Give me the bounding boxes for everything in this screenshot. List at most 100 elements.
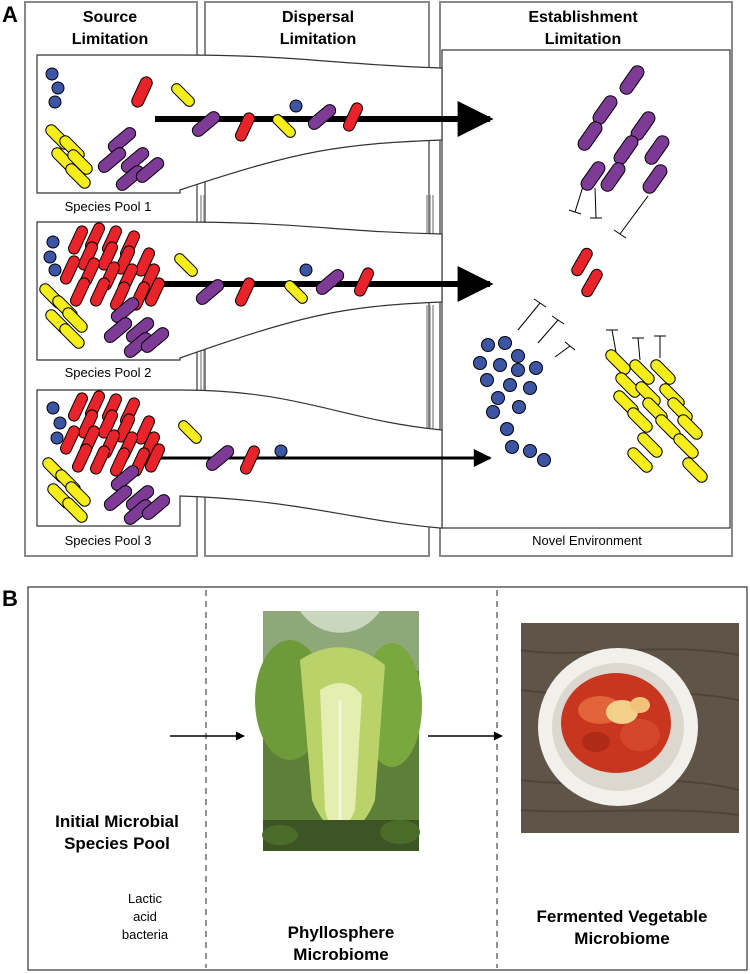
yellow-rod-cell bbox=[272, 114, 296, 138]
blue-coccus-cell bbox=[511, 349, 525, 363]
red-rod-cell bbox=[571, 247, 593, 277]
fermented-line2: Microbiome bbox=[574, 929, 669, 948]
yellow-rod-cell bbox=[615, 372, 641, 398]
purple-rod-cell bbox=[141, 494, 171, 520]
panel-b-letter: B bbox=[2, 586, 18, 611]
red-rod-cell bbox=[234, 112, 256, 142]
header-source-line2: Limitation bbox=[72, 31, 148, 48]
yellow-rod-cell bbox=[637, 432, 663, 458]
yellow-rod-cell bbox=[65, 163, 91, 189]
purple-rod-cell bbox=[195, 279, 225, 305]
purple-rod-cell bbox=[123, 499, 153, 525]
header-dispersal-line2: Limitation bbox=[280, 31, 356, 48]
cabbage-photo bbox=[255, 611, 422, 851]
blue-coccus-cell bbox=[289, 99, 303, 113]
yellow-rod-cell bbox=[605, 349, 631, 375]
red-rod-cell bbox=[342, 102, 364, 132]
blue-coccus-cell bbox=[480, 373, 494, 387]
blue-coccus-cell bbox=[523, 381, 537, 395]
red-rod-cell bbox=[239, 445, 261, 475]
fermented-line1: Fermented Vegetable bbox=[536, 907, 707, 926]
purple-rod-cell bbox=[103, 485, 133, 511]
species-pool-3-label: Species Pool 3 bbox=[65, 533, 152, 548]
kimchi-photo bbox=[520, 623, 740, 833]
blue-coccus-cell bbox=[50, 431, 64, 445]
yellow-rod-cell bbox=[284, 280, 308, 304]
red-rod-cell bbox=[97, 409, 119, 439]
red-rod-cell bbox=[89, 445, 111, 475]
red-rod-cell bbox=[353, 267, 375, 297]
purple-rod-cell bbox=[140, 327, 170, 353]
yellow-rod-cell bbox=[627, 407, 653, 433]
header-establishment-line1: Establishment bbox=[528, 9, 638, 26]
yellow-rod-cell bbox=[178, 420, 202, 444]
purple-rod-cell bbox=[315, 269, 345, 295]
yellow-rod-cell bbox=[62, 497, 88, 523]
novel-environment-label: Novel Environment bbox=[532, 533, 642, 548]
red-rod-cell bbox=[131, 76, 153, 108]
yellow-rod-cell bbox=[65, 481, 91, 507]
red-rod-cell bbox=[109, 281, 131, 311]
blue-coccus-cell bbox=[511, 363, 525, 377]
header-dispersal-line1: Dispersal bbox=[282, 9, 354, 26]
blue-coccus-cell bbox=[486, 405, 500, 419]
blue-coccus-cell bbox=[45, 67, 59, 81]
blue-coccus-cell bbox=[529, 361, 543, 375]
blue-coccus-cell bbox=[493, 358, 507, 372]
blue-coccus-cell bbox=[46, 401, 60, 415]
red-rod-cell bbox=[69, 277, 91, 307]
yellow-rod-cell bbox=[59, 323, 85, 349]
purple-rod-cell bbox=[191, 111, 221, 137]
blue-coccus-cell bbox=[299, 263, 313, 277]
red-rod-cell bbox=[114, 413, 136, 443]
inhibition-lines bbox=[517, 179, 666, 361]
red-rod-cell bbox=[114, 245, 136, 275]
blue-coccus-cell bbox=[500, 422, 514, 436]
blue-coccus-cell bbox=[46, 235, 60, 249]
blue-coccus-cell bbox=[48, 95, 62, 109]
yellow-rod-cell bbox=[673, 433, 699, 459]
red-rod-cell bbox=[89, 277, 111, 307]
blue-coccus-cell bbox=[53, 416, 67, 430]
initial-pool-line2: Species Pool bbox=[64, 834, 170, 853]
yellow-rod-cell bbox=[174, 253, 198, 277]
blue-coccus-cell bbox=[505, 440, 519, 454]
purple-rod-cell bbox=[580, 161, 606, 191]
yellow-rod-cell bbox=[650, 359, 676, 385]
blue-coccus-cell bbox=[537, 453, 551, 467]
blue-coccus-cell bbox=[523, 444, 537, 458]
phyllosphere-line2: Microbiome bbox=[293, 945, 388, 964]
purple-rod-cell bbox=[619, 65, 645, 95]
purple-rod-cell bbox=[644, 135, 670, 165]
purple-rod-cell bbox=[642, 164, 668, 194]
red-rod-cell bbox=[134, 247, 156, 277]
yellow-rod-cell bbox=[171, 83, 195, 107]
purple-rod-cell bbox=[577, 121, 603, 151]
red-rod-cell bbox=[234, 277, 256, 307]
initial-pool-line1: Initial Microbial bbox=[55, 812, 179, 831]
red-rod-cell bbox=[97, 241, 119, 271]
phyllosphere-line1: Phyllosphere bbox=[288, 923, 395, 942]
purple-rod-cell bbox=[103, 317, 133, 343]
panel-a-letter: A bbox=[2, 2, 18, 27]
blue-coccus-cell bbox=[48, 263, 62, 277]
legend-line2: acid bbox=[133, 909, 157, 924]
purple-rod-cell bbox=[600, 162, 626, 192]
yellow-rod-cell bbox=[62, 307, 88, 333]
red-rod-cell bbox=[109, 447, 131, 477]
blue-coccus-cell bbox=[51, 81, 65, 95]
purple-rod-cell bbox=[107, 127, 137, 153]
blue-coccus-cell bbox=[274, 444, 288, 458]
species-pool-1-label: Species Pool 1 bbox=[65, 199, 152, 214]
purple-rod-cell bbox=[205, 445, 235, 471]
purple-rod-cell bbox=[135, 157, 165, 183]
purple-rod-cell bbox=[120, 147, 150, 173]
red-rod-cell bbox=[144, 443, 166, 473]
blue-coccus-cell bbox=[43, 250, 57, 264]
purple-rod-cell bbox=[97, 147, 127, 173]
species-pool-2-label: Species Pool 2 bbox=[65, 365, 152, 380]
header-source-line1: Source bbox=[83, 9, 137, 26]
red-rod-cell bbox=[67, 392, 89, 422]
blue-coccus-cell bbox=[473, 356, 487, 370]
